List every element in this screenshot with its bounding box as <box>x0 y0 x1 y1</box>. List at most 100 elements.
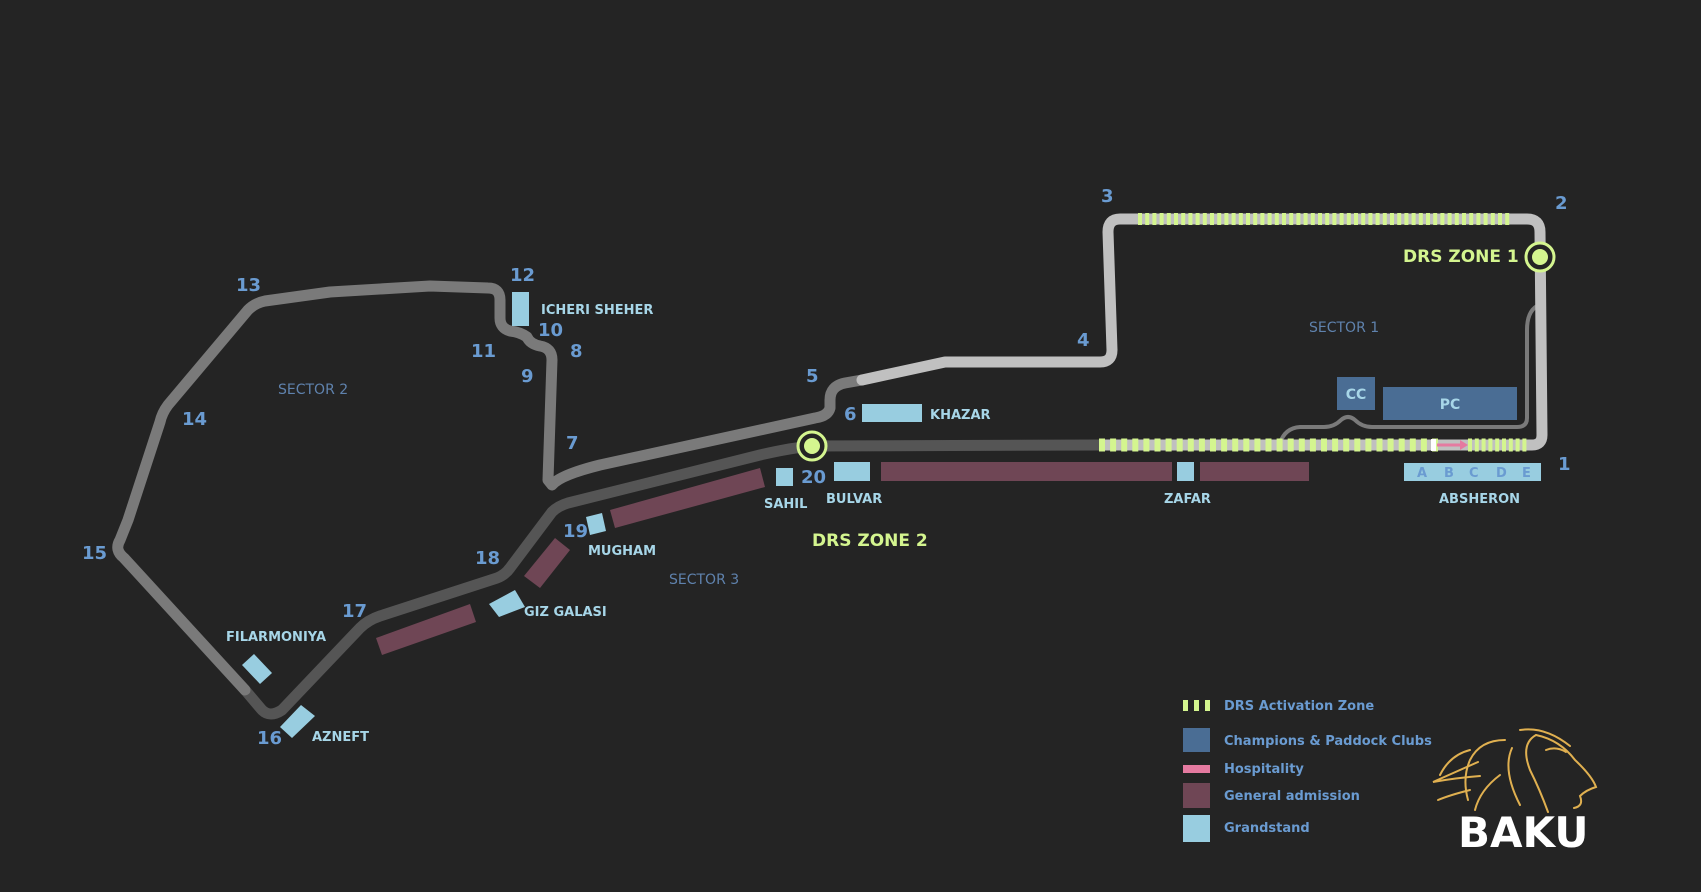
grandstand-absheron <box>1404 463 1541 481</box>
grandstand-filarmoniya <box>242 654 272 684</box>
legend-grandstand-label: Grandstand <box>1224 821 1310 836</box>
drs-dash <box>1246 213 1250 225</box>
turn-10: 10 <box>538 320 563 341</box>
label-azneft: AZNEFT <box>312 730 369 745</box>
drs-dash <box>1325 213 1330 225</box>
drs-dash <box>1099 438 1105 452</box>
turn-16: 16 <box>257 728 282 749</box>
turn-17: 17 <box>342 601 367 622</box>
drs-dash <box>1433 213 1438 225</box>
drs-dash <box>1267 213 1272 225</box>
drs-dash <box>1397 213 1402 225</box>
turn-20: 20 <box>801 467 826 488</box>
drs-dash <box>1382 213 1387 225</box>
turn-3: 3 <box>1101 186 1114 207</box>
turn-1: 1 <box>1558 454 1571 475</box>
turn-9: 9 <box>521 366 534 387</box>
drs-dash <box>1210 213 1214 225</box>
sector-1-label: SECTOR 1 <box>1309 320 1379 336</box>
drs-dash <box>1159 213 1164 225</box>
label-zafar: ZAFAR <box>1164 492 1211 507</box>
drs-dash <box>1282 213 1286 225</box>
drs-dash <box>1165 438 1172 452</box>
drs-dash <box>1198 438 1205 452</box>
drs-dash <box>1483 213 1488 225</box>
drs-dash <box>1447 213 1452 225</box>
drs-dash <box>1253 213 1258 225</box>
drs-dash <box>1375 213 1380 225</box>
label-icheri-sheher: ICHERI SHEHER <box>541 303 653 318</box>
label-khazar: KHAZAR <box>930 408 991 423</box>
drs-zone-1-dashes <box>1138 213 1510 225</box>
drs-dash <box>1110 438 1117 452</box>
label-bulvar: BULVAR <box>826 492 882 507</box>
drs-dash <box>1221 438 1228 452</box>
drs-dash <box>1426 213 1430 225</box>
drs-dash <box>1210 438 1216 452</box>
drs-dash <box>1318 213 1322 225</box>
drs-dash <box>1121 438 1128 452</box>
drs-dash <box>1287 438 1294 452</box>
label-sahil: SAHIL <box>764 497 807 512</box>
turn-14: 14 <box>182 409 207 430</box>
grandstand-khazar <box>862 404 922 422</box>
drs-zone-2-marker <box>796 430 828 462</box>
drs-dash <box>1187 438 1194 452</box>
drs-dash <box>1365 438 1372 452</box>
label-giz-galasi: GIZ GALASI <box>524 605 607 620</box>
drs-zone-2-label: DRS ZONE 2 <box>812 531 928 551</box>
drs-zone-2-dashes <box>1099 438 1527 452</box>
drs-dash <box>1145 213 1150 225</box>
drs-dash <box>1132 438 1139 452</box>
drs-dash <box>1515 438 1520 452</box>
drs-dash <box>1505 213 1510 225</box>
turn-12: 12 <box>510 265 535 286</box>
drs-dash <box>1488 438 1493 452</box>
drs-dash <box>1174 213 1178 225</box>
drs-dash <box>1188 213 1193 225</box>
baku-logo: BAKU <box>1432 728 1598 857</box>
drs-dash <box>1418 213 1423 225</box>
drs-dash <box>1474 438 1479 452</box>
track-sector-1 <box>856 213 1548 451</box>
drs-zone-1-label: DRS ZONE 1 <box>1403 247 1519 267</box>
legend-clubs-swatch <box>1183 728 1210 752</box>
drs-dash <box>1260 213 1265 225</box>
drs-dash <box>1522 438 1527 452</box>
drs-dash <box>1238 213 1243 225</box>
sector-2-label: SECTOR 2 <box>278 382 348 398</box>
label-filarmoniya: FILARMONIYA <box>226 630 326 645</box>
drs-zone-1-marker <box>1524 241 1556 273</box>
drs-dash <box>1404 213 1409 225</box>
absheron-section-d: D <box>1496 466 1507 481</box>
drs-dash <box>1166 213 1171 225</box>
drs-dash <box>1420 438 1427 452</box>
label-absheron: ABSHERON <box>1439 492 1520 507</box>
turn-7: 7 <box>566 433 579 454</box>
drs-dash <box>1469 213 1474 225</box>
grandstand-zafar <box>1177 462 1194 481</box>
drs-dash <box>1490 213 1495 225</box>
drs-dash <box>1502 438 1506 452</box>
drs-dash <box>1195 213 1200 225</box>
drs-dash <box>1243 438 1250 452</box>
turn-6: 6 <box>844 404 857 425</box>
grandstand-sahil <box>776 468 793 486</box>
drs-dash <box>1254 438 1261 452</box>
absheron-section-c: C <box>1469 466 1479 481</box>
turn-4: 4 <box>1077 330 1090 351</box>
drs-dash <box>1454 213 1459 225</box>
absheron-section-b: B <box>1444 466 1454 481</box>
drs-dash <box>1376 438 1383 452</box>
drs-dash <box>1202 213 1207 225</box>
drs-dash <box>1332 213 1337 225</box>
turn-18: 18 <box>475 548 500 569</box>
drs-dash <box>1154 438 1161 452</box>
legend-ga-swatch <box>1183 783 1210 808</box>
drs-dash <box>1289 213 1294 225</box>
champions-club-box <box>1337 377 1375 410</box>
absheron-section-a: A <box>1417 466 1427 481</box>
turn-11: 11 <box>471 341 496 362</box>
turn-8: 8 <box>570 341 583 362</box>
legend-drs-swatch <box>1183 700 1210 711</box>
